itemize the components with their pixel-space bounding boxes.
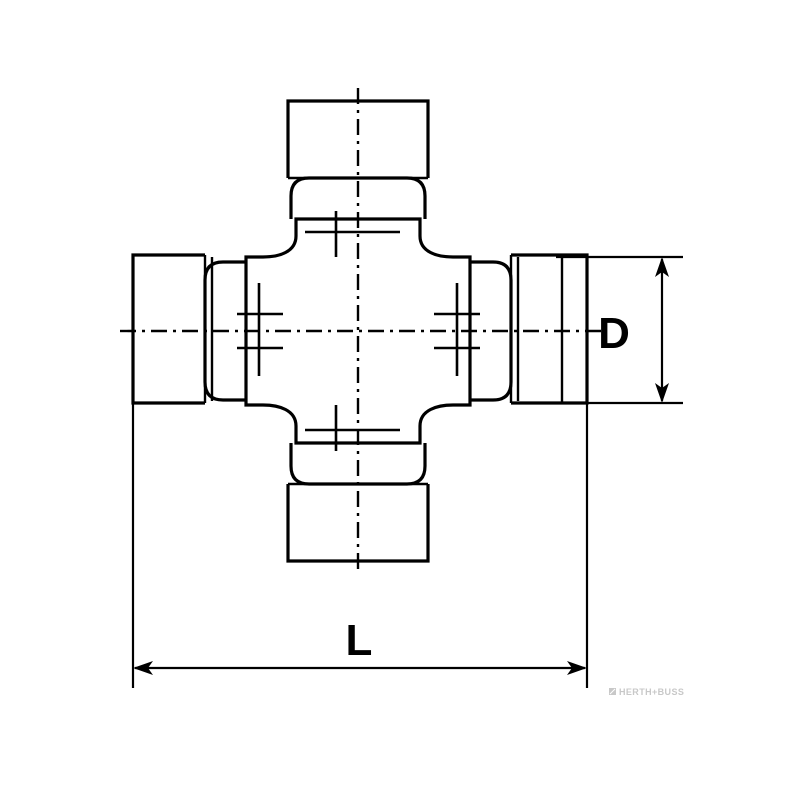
dimension-D: D — [556, 255, 683, 405]
dimension-D-arrow-down — [655, 383, 669, 403]
dimension-L-arrow-right — [567, 661, 587, 675]
watermark-label: HERTH+BUSS — [619, 687, 684, 697]
right-bearing-cap — [434, 253, 589, 405]
dimension-D-label: D — [598, 309, 630, 358]
dimension-L-label: L — [346, 616, 373, 665]
watermark: HERTH+BUSS — [609, 687, 684, 697]
left-bearing-cap — [131, 253, 283, 405]
centerlines — [120, 88, 606, 575]
dimension-D-arrow-up — [655, 257, 669, 277]
top-bearing-cap — [286, 99, 430, 257]
dimension-L-arrow-left — [133, 661, 153, 675]
herth-buss-logo-icon — [609, 688, 616, 695]
dimension-L: L — [131, 404, 589, 688]
spider-hub-body — [244, 217, 472, 445]
